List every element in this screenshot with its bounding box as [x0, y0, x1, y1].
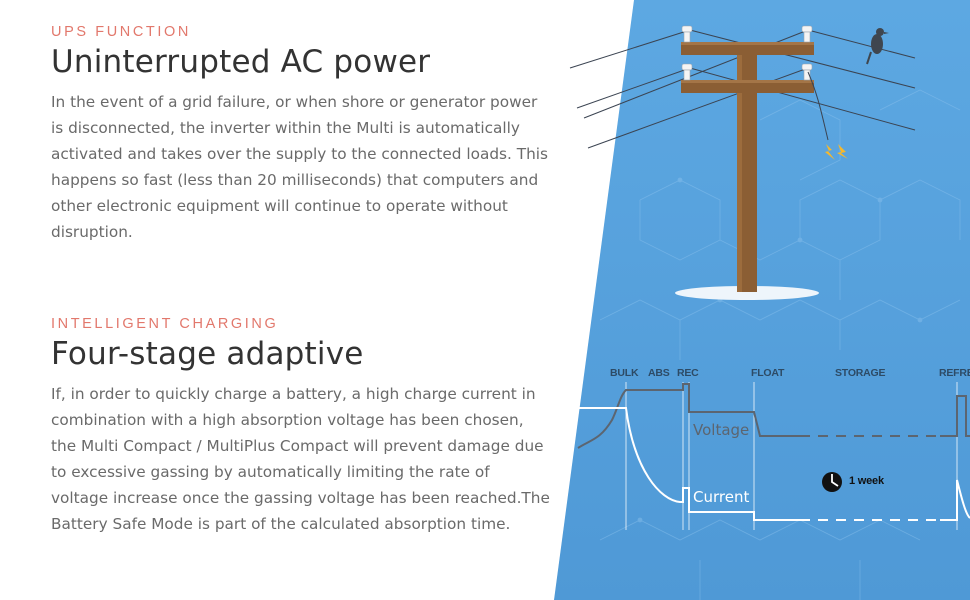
ups-eyebrow: UPS FUNCTION: [51, 24, 191, 40]
bird-icon: [866, 28, 889, 65]
stage-label-abs: ABS: [648, 367, 670, 379]
pole-shadow: [675, 286, 819, 300]
clock-icon: [822, 472, 842, 492]
broken-wire: [807, 71, 829, 141]
stage-label-refresh: REFRES: [939, 367, 970, 379]
charge-chart: [577, 382, 970, 530]
spark-icon: [825, 144, 848, 160]
charging-title: Four-stage adaptive: [51, 336, 364, 372]
current-label: Current: [693, 488, 750, 506]
ups-section: UPS FUNCTION Uninterrupted AC power In t…: [51, 24, 551, 245]
ups-body: In the event of a grid failure, or when …: [51, 93, 548, 241]
hexagon-pattern: [599, 89, 961, 600]
stage-label-bulk: BULK: [610, 367, 639, 379]
stage-label-rec: REC: [677, 367, 699, 379]
ups-title: Uninterrupted AC power: [51, 44, 431, 80]
charging-section: INTELLIGENT CHARGING Four-stage adaptive…: [51, 316, 551, 537]
stage-label-storage: STORAGE: [835, 367, 886, 379]
stage-label-float: FLOAT: [751, 367, 785, 379]
charging-eyebrow: INTELLIGENT CHARGING: [51, 316, 279, 332]
storage-duration: 1 week: [849, 475, 884, 487]
utility-pole: [681, 25, 814, 292]
voltage-label: Voltage: [693, 421, 750, 439]
blue-background: [554, 0, 970, 600]
current-curve: [578, 407, 800, 521]
charging-body: If, in order to quickly charge a battery…: [51, 385, 550, 533]
